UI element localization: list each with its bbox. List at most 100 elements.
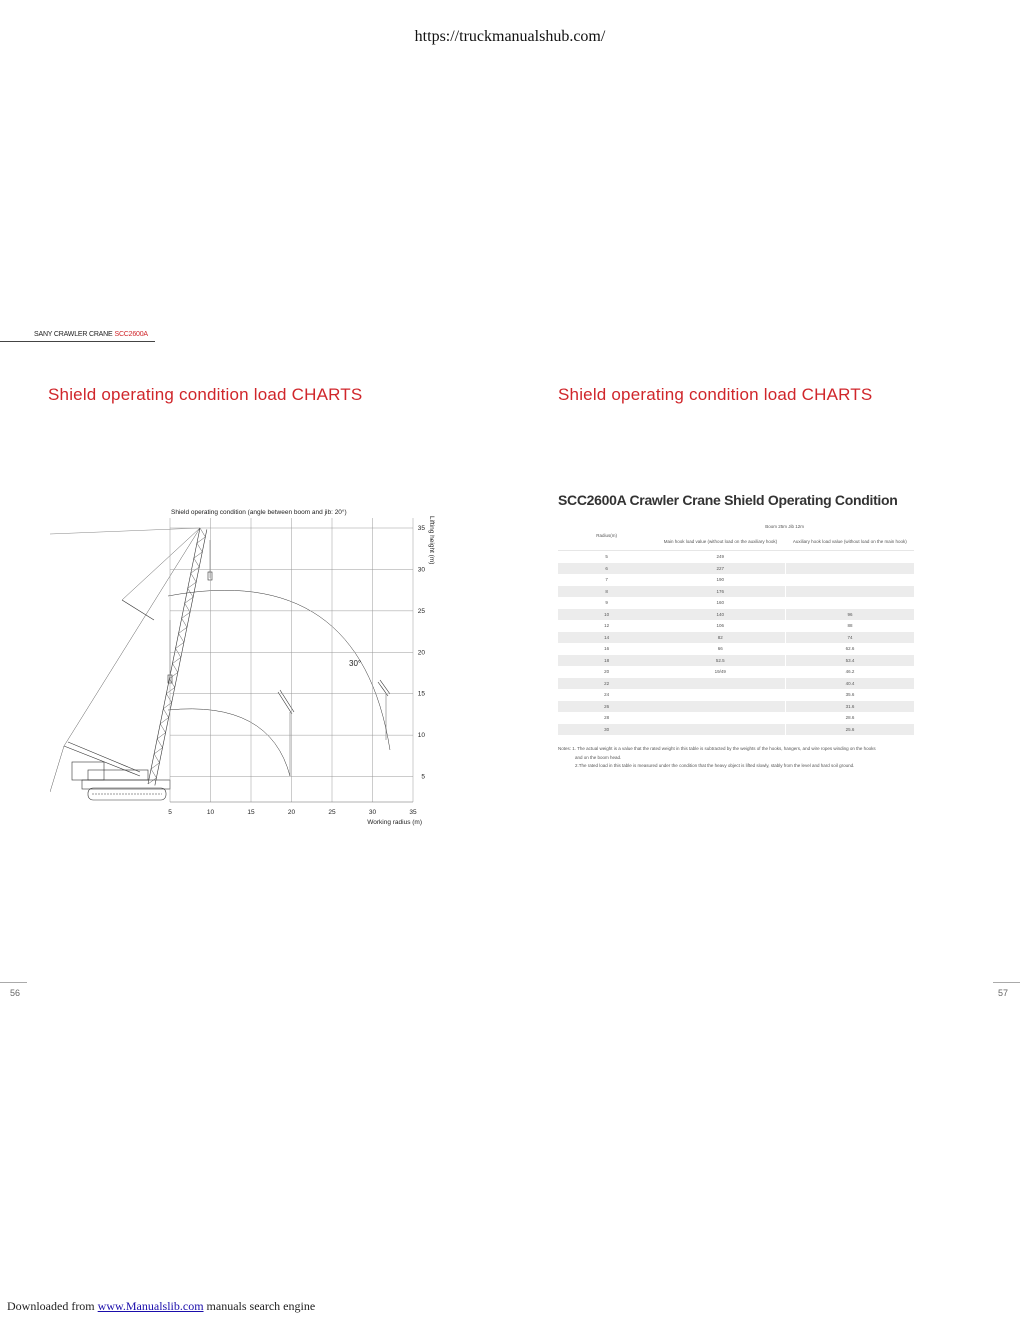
cell-aux-hook: 88 [847, 623, 853, 629]
manualslib-link[interactable]: www.Manualslib.com [97, 1299, 204, 1313]
boom-lacing [163, 702, 172, 709]
boom-lacing [160, 723, 166, 733]
right-page-rule [993, 982, 1020, 983]
y-tick-label: 25 [418, 608, 426, 615]
alt-jib-position-1 [277, 691, 293, 715]
jib-strut [121, 599, 155, 621]
cell-main-hook: 249 [655, 550, 787, 563]
cell-main-hook: 106 [655, 620, 787, 632]
cell-aux-hook [785, 562, 914, 574]
boom-jib-config: Boom 25m Jib 12m [765, 523, 805, 529]
cell-main-hook [655, 712, 787, 724]
boom-lacing [175, 642, 185, 649]
chart-grid [169, 518, 414, 803]
y-tick-label: 15 [418, 691, 426, 698]
col-aux-hook-header: Auxiliary hook load value (without load … [785, 533, 914, 551]
brand-model: SCC2600A [114, 331, 148, 338]
boom-lacing [150, 762, 160, 770]
cell-aux-hook [786, 574, 914, 586]
cell-main-hook [655, 689, 787, 701]
alt-jib-position-2b [379, 679, 391, 695]
col-radius-header: Radius(m) [558, 533, 656, 551]
cell-aux-hook [786, 597, 914, 609]
table-note-1: Notes: 1. The actual weight is a value t… [558, 746, 876, 751]
boom-lacing [157, 738, 163, 748]
boom-lacing [181, 612, 191, 619]
chart-title: Shield operating condition (angle betwee… [171, 508, 347, 516]
boom-lacing [193, 551, 203, 559]
radius-arc-upper [167, 590, 391, 751]
boom-lacing [150, 768, 157, 778]
cell-radius: 8 [558, 585, 656, 597]
x-tick-label: 15 [247, 809, 255, 816]
mast-inner [67, 741, 141, 773]
boom-lacing [181, 618, 188, 628]
cell-radius: 14 [558, 631, 656, 643]
boom-lacing [172, 663, 178, 673]
cell-radius: 18 [558, 654, 656, 666]
boom-lacing [160, 717, 169, 724]
alt-jib-position-1b [279, 689, 295, 713]
x-tick-label: 35 [409, 809, 417, 816]
boom-lacing [190, 566, 200, 574]
cell-radius: 5 [605, 554, 608, 560]
cell-aux-hook: 28.6 [845, 715, 855, 721]
boom-lacing [184, 596, 194, 604]
load-table: Boom 25m Jib 12m Radius(m) Main hook loa… [558, 519, 914, 735]
jib-stay [121, 527, 201, 601]
cell-radius: 12 [604, 623, 610, 629]
cell-radius: 20 [604, 669, 610, 675]
cell-main-hook: 82 [655, 631, 787, 643]
boom-lattice [147, 527, 208, 786]
top-url[interactable]: https://truckmanualshub.com/ [414, 28, 606, 45]
table-row: 12 106 88 [558, 620, 914, 632]
boom-lacing [196, 542, 203, 553]
boom-lacing [178, 627, 188, 634]
y-axis-label: Lifting height (m) [428, 516, 435, 564]
boom-lacing [175, 648, 182, 658]
boom-lacing [153, 747, 163, 755]
boom-lacing [166, 693, 172, 703]
boom-lacing [153, 753, 160, 763]
boom-lacing [178, 633, 185, 643]
y-tick-label: 20 [418, 649, 426, 656]
main-hook-block [207, 571, 213, 581]
boom-lacing [172, 657, 181, 664]
boom-lacing [190, 573, 197, 583]
boom-lacing [169, 672, 178, 679]
col-main-hook-header: Main hook load value (without load on th… [655, 533, 786, 551]
cell-main-hook: 176 [655, 585, 787, 597]
right-page-title: Shield operating condition load CHARTS [558, 385, 873, 404]
cell-main-hook: 19/49 [655, 666, 787, 678]
footer: Downloaded from www.Manualslib.com manua… [7, 1299, 315, 1314]
x-tick-label: 30 [369, 809, 377, 816]
cell-main-hook: 66 [655, 643, 787, 655]
boom-lacing [163, 708, 169, 718]
boom-chord-left [147, 527, 201, 785]
table-heading: SCC2600A Crawler Crane Shield Operating … [558, 492, 898, 508]
cell-main-hook [655, 700, 787, 712]
cell-main-hook: 227 [655, 562, 787, 574]
cell-radius: 30 [558, 723, 656, 735]
cell-aux-hook: 25.6 [785, 723, 914, 735]
cell-radius: 22 [558, 677, 656, 689]
table-header-row: Radius(m) Main hook load value (without … [558, 533, 914, 551]
cell-aux-hook: 62.6 [845, 646, 855, 652]
crawler-track [87, 787, 167, 801]
y-tick-label: 5 [421, 774, 425, 781]
crane-illustration [49, 527, 391, 801]
cell-main-hook [655, 677, 787, 689]
x-tick-label: 5 [168, 809, 172, 816]
cell-main-hook: 140 [655, 608, 787, 620]
table-config-row: Boom 25m Jib 12m [558, 519, 914, 533]
left-page-number: 56 [10, 988, 21, 998]
